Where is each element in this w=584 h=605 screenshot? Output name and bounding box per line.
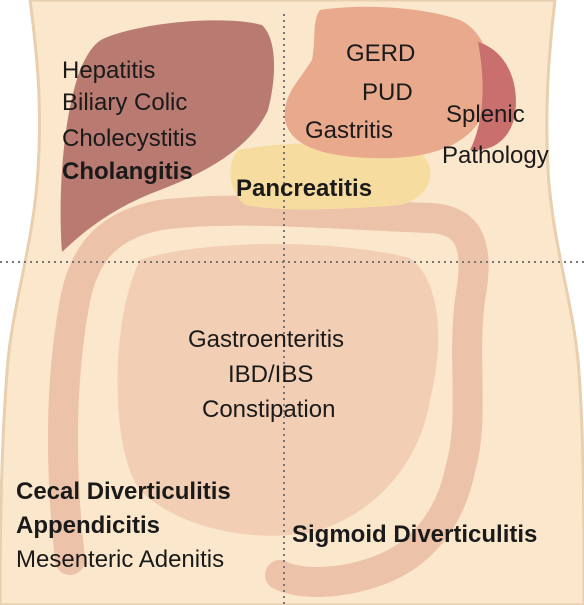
ruq-label-1: Hepatitis	[62, 56, 155, 86]
llq-label-1: Sigmoid Diverticulitis	[292, 520, 537, 550]
ruq-label-2: Biliary Colic	[62, 88, 187, 118]
rlq-label-3: Mesenteric Adenitis	[16, 545, 224, 575]
splenic-label-2: Pathology	[442, 141, 549, 171]
splenic-label-1: Splenic	[446, 100, 525, 130]
center-label-3: Constipation	[202, 395, 335, 425]
rlq-label-2: Appendicitis	[16, 511, 160, 541]
luq-label-2: PUD	[362, 78, 413, 108]
luq-label-1: GERD	[346, 39, 415, 69]
ruq-label-3: Cholecystitis	[62, 124, 197, 154]
ruq-label-4: Cholangitis	[62, 157, 193, 187]
center-label-1: Gastroenteritis	[188, 325, 344, 355]
luq-label-3: Gastritis	[305, 116, 393, 146]
rlq-label-1: Cecal Diverticulitis	[16, 477, 231, 507]
center-label-2: IBD/IBS	[228, 360, 313, 390]
pancreatitis-label: Pancreatitis	[236, 174, 372, 204]
